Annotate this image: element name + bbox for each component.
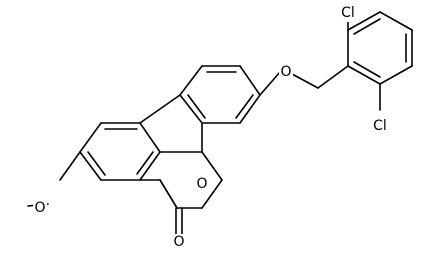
atom-o-ether: O [279, 64, 293, 80]
chlorine-bottom-label: Cl [373, 118, 387, 134]
dichlorophenyl-ring [347, 11, 413, 85]
carbonyl-oxygen-label: O [173, 234, 184, 250]
atom-cl-top: Cl [337, 5, 359, 22]
atom-o-carbonyl: O [172, 234, 186, 250]
methoxy-bonds [27, 151, 81, 207]
ether-oxygen-label: O [280, 64, 291, 80]
right-benzene-ring [179, 65, 261, 124]
chlorine-bonds [347, 17, 381, 111]
lactone-ring [159, 151, 223, 209]
atom-o-ring: O [195, 176, 209, 192]
atom-o-methoxy: O [33, 200, 47, 216]
ring-oxygen-label: O [196, 176, 207, 192]
left-benzene-ring [79, 122, 161, 181]
benzyloxy-linker [259, 65, 349, 96]
carbonyl-bond [175, 207, 183, 237]
chlorine-top-label: Cl [341, 5, 355, 21]
atom-cl-bottom: Cl [369, 118, 391, 134]
biaryl-connections [139, 94, 203, 181]
methoxy-oxygen-label: O [34, 200, 45, 216]
